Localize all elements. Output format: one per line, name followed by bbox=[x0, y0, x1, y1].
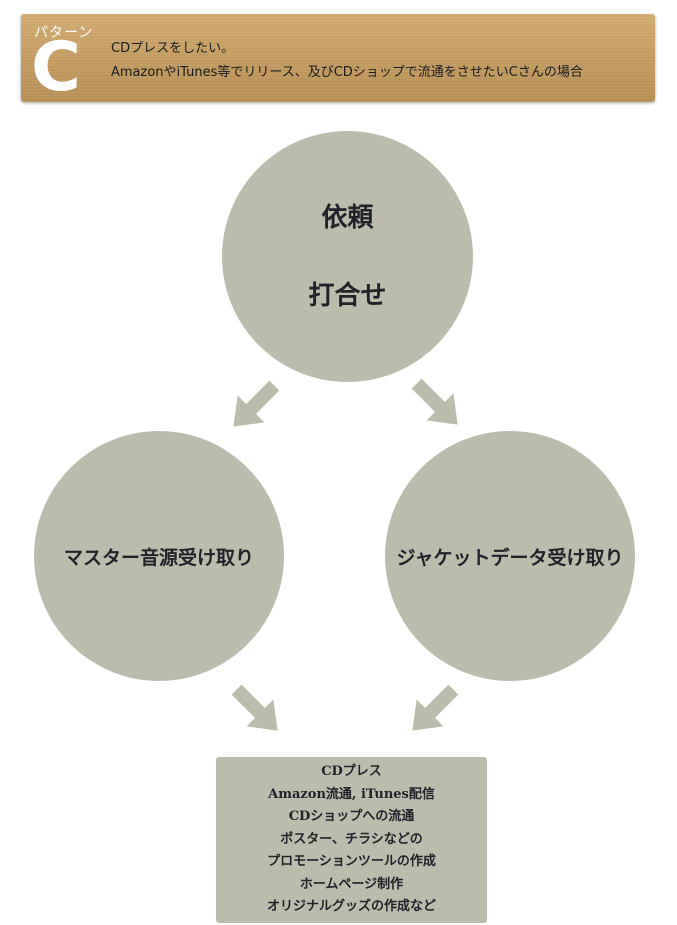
step-meeting-label: 打合せ bbox=[308, 280, 387, 311]
result-item: CDショップへの流通 bbox=[288, 809, 415, 825]
arrow-down-right-icon bbox=[411, 378, 458, 425]
arrow-down-right-icon bbox=[231, 684, 278, 731]
step-jacket-data-label: ジャケットデータ受け取り bbox=[396, 546, 624, 569]
result-item: Amazon流通, iTunes配信 bbox=[268, 786, 435, 802]
step-master-audio: マスター音源受け取り bbox=[34, 431, 284, 681]
result-item: プロモーションツールの作成 bbox=[267, 854, 436, 870]
arrow-down-left-icon bbox=[412, 684, 459, 731]
pattern-label: パターン bbox=[34, 25, 94, 41]
step-request-label: 依頼 bbox=[321, 202, 374, 233]
pattern-banner: パターン C CDプレスをしたい。 AmazonやiTunes等でリリース、及び… bbox=[21, 14, 655, 106]
result-services-box: CDプレス Amazon流通, iTunes配信 CDショップへの流通 ポスター… bbox=[216, 757, 487, 923]
step-master-audio-label: マスター音源受け取り bbox=[63, 546, 254, 569]
pattern-letter: C bbox=[31, 28, 81, 107]
result-item: ホームページ制作 bbox=[299, 876, 404, 892]
banner-title: CDプレスをしたい。 bbox=[111, 41, 235, 56]
result-item: ポスター、チラシなどの bbox=[280, 831, 423, 847]
banner-description: AmazonやiTunes等でリリース、及びCDショップで流通をさせたいCさんの… bbox=[111, 65, 583, 80]
step-request-meeting: 依頼 打合せ bbox=[222, 131, 473, 382]
step-jacket-data: ジャケットデータ受け取り bbox=[385, 431, 635, 681]
result-item: CDプレス bbox=[321, 764, 382, 780]
result-item: オリジナルグッズの作成など bbox=[266, 899, 436, 915]
arrow-down-left-icon bbox=[233, 380, 280, 427]
